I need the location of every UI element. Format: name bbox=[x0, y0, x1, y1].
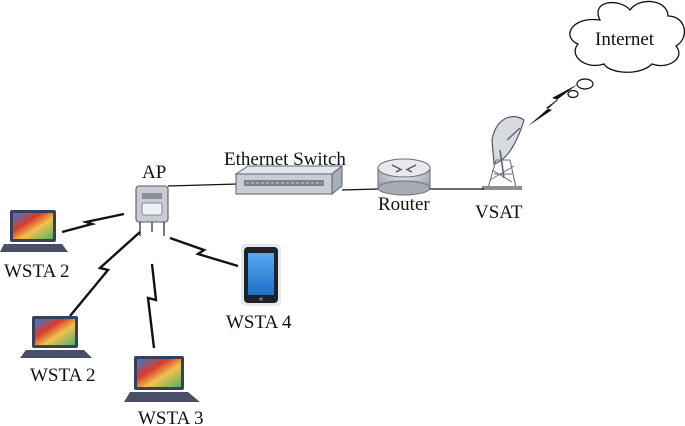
wsta-laptop-3-label: WSTA 3 bbox=[138, 408, 204, 426]
wireless-link-laptop-3 bbox=[146, 263, 158, 349]
access-point-icon bbox=[135, 185, 169, 236]
wsta-phone-label: WSTA 4 bbox=[226, 312, 292, 333]
ap-label: AP bbox=[142, 162, 167, 183]
vsat-label: VSAT bbox=[475, 202, 523, 223]
wsta-laptop-2-label: WSTA 2 bbox=[30, 365, 96, 386]
satellite-dish-icon bbox=[482, 116, 525, 190]
satellite-link-bolt bbox=[528, 84, 578, 126]
laptop-icon bbox=[0, 210, 68, 252]
ethernet-switch-icon bbox=[234, 164, 344, 196]
router-icon bbox=[377, 158, 431, 196]
cable-ap-switch bbox=[167, 183, 239, 187]
laptop-icon bbox=[20, 316, 92, 358]
router-label: Router bbox=[378, 194, 430, 215]
ethernet-switch-label: Ethernet Switch bbox=[224, 149, 346, 170]
laptop-icon bbox=[124, 356, 200, 402]
cable-switch-router bbox=[341, 188, 379, 191]
wireless-link-laptop-2 bbox=[69, 231, 141, 317]
wsta-laptop-1-label: WSTA 2 bbox=[4, 261, 70, 282]
internet-label: Internet bbox=[595, 29, 655, 50]
cloud-icon bbox=[567, 0, 685, 99]
wireless-link-phone bbox=[169, 236, 239, 268]
smartphone-icon bbox=[241, 244, 281, 306]
wireless-link-laptop-1 bbox=[61, 212, 125, 234]
